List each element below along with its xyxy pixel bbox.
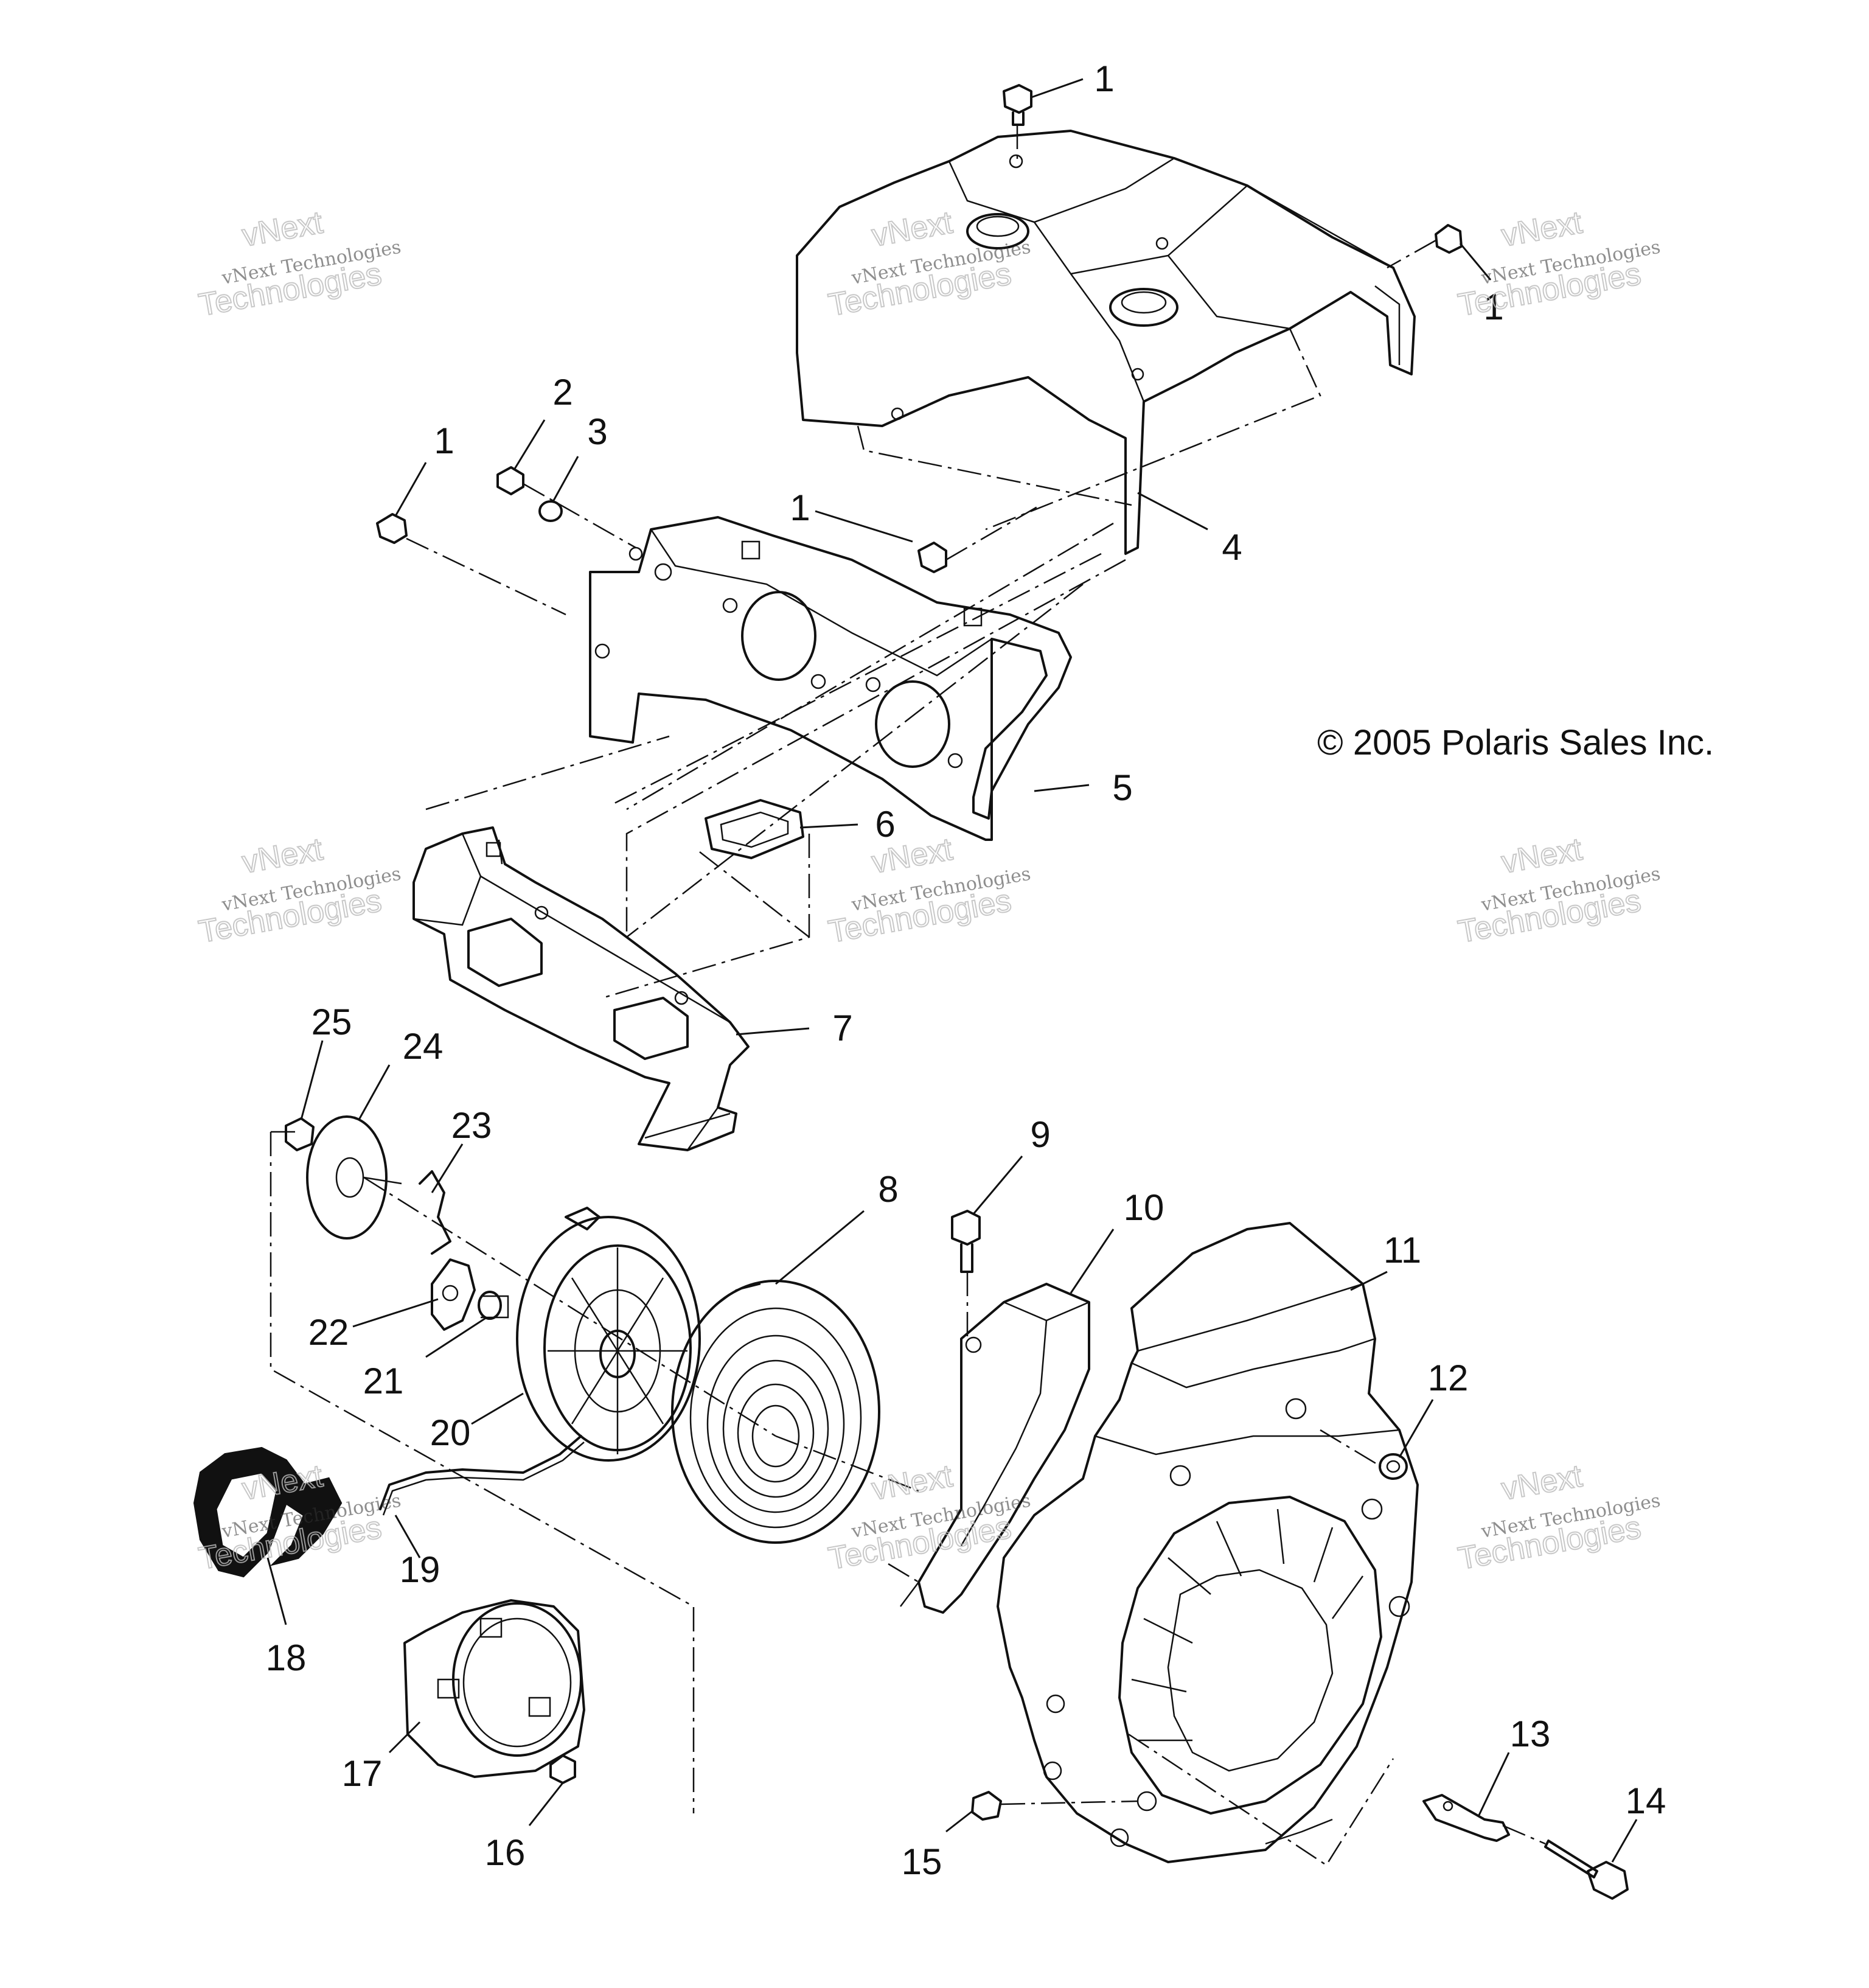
part-9-bolt [951, 1210, 981, 1273]
part-1-bolt-top [1003, 84, 1032, 126]
callout-12: 12 [1428, 1358, 1469, 1398]
part-10-bracket-plate [900, 1283, 1090, 1614]
svg-text:vNext: vNext [869, 1459, 956, 1507]
svg-text:vNext: vNext [240, 205, 326, 254]
callout-1-top: 1 [1094, 58, 1114, 99]
part-13-clamp-bracket [1422, 1794, 1510, 1842]
callout-9: 9 [1030, 1114, 1050, 1155]
callout-23: 23 [451, 1105, 492, 1146]
callout-13: 13 [1510, 1714, 1551, 1754]
callout-20: 20 [430, 1412, 471, 1453]
callout-1-middle: 1 [790, 487, 810, 528]
svg-text:vNext: vNext [1499, 1459, 1585, 1507]
callout-10: 10 [1124, 1187, 1164, 1228]
callout-3: 3 [587, 411, 607, 452]
part-17-starter-cup [403, 1599, 585, 1778]
callout-8: 8 [878, 1169, 898, 1210]
svg-text:vNext: vNext [1499, 832, 1585, 881]
part-20-recoil-pulley [516, 1207, 701, 1462]
watermark-top-right: vNext vNext Technologies Technologies [1455, 204, 1662, 324]
part-4-upper-shroud [796, 130, 1416, 555]
callout-15: 15 [902, 1841, 942, 1882]
callout-1-right: 1 [1483, 287, 1503, 327]
part-6-gasket [705, 799, 804, 859]
part-2-nut [496, 466, 524, 495]
watermark-mid-left: vNext vNext Technologies Technologies [195, 831, 402, 950]
part-25-nut [285, 1117, 315, 1151]
callout-16: 16 [485, 1832, 526, 1873]
part-14-long-bolt [1544, 1840, 1629, 1900]
part-23-clip [419, 1170, 451, 1255]
part-1-bolt-right [1435, 224, 1463, 254]
watermark-mid-center: vNext vNext Technologies Technologies [825, 831, 1032, 950]
part-8-recoil-spring [671, 1280, 880, 1544]
part-11-fan-housing [997, 1222, 1419, 1863]
part-3-washer [538, 500, 563, 522]
part-24-washer [306, 1115, 402, 1240]
part-22-pawl [431, 1258, 476, 1331]
callout-14: 14 [1626, 1780, 1666, 1821]
callout-1-left: 1 [434, 420, 454, 461]
part-19-rope [379, 1435, 585, 1516]
part-15-nut [971, 1791, 1002, 1821]
part-1-bolt-left [376, 513, 408, 544]
part-12-nut [1379, 1453, 1408, 1480]
callout-21: 21 [363, 1361, 404, 1401]
part-7-mounting-bracket [412, 826, 750, 1151]
watermark-mid-right: vNext vNext Technologies Technologies [1455, 831, 1662, 950]
part-16-screw [549, 1754, 576, 1784]
callout-11: 11 [1383, 1230, 1421, 1271]
svg-text:vNext: vNext [240, 832, 326, 881]
callout-5: 5 [1112, 767, 1132, 808]
callout-18: 18 [266, 1637, 307, 1678]
part-21-spacer [478, 1291, 509, 1320]
callout-19: 19 [400, 1549, 440, 1590]
svg-text:vNext: vNext [869, 205, 956, 254]
callout-6: 6 [875, 804, 895, 845]
callout-2: 2 [552, 372, 573, 413]
assembly-centre-lines [270, 125, 1546, 1866]
part-1-bolt-middle [917, 542, 947, 573]
part-18-handle [193, 1446, 343, 1578]
callout-4: 4 [1222, 527, 1242, 568]
callout-25: 25 [312, 1002, 352, 1042]
callout-24: 24 [403, 1026, 444, 1067]
callout-numbers: 1 1 1 1 2 3 4 5 6 7 8 9 10 11 12 13 14 1… [266, 58, 1666, 1882]
callout-22: 22 [308, 1312, 349, 1353]
copyright-notice: © 2005 Polaris Sales Inc. [1317, 723, 1714, 762]
callout-17: 17 [342, 1753, 383, 1794]
part-5-lower-shroud [589, 516, 1072, 841]
watermark-bottom-right: vNext vNext Technologies Technologies [1455, 1458, 1662, 1577]
callout-7: 7 [832, 1008, 852, 1048]
watermark-top-left: vNext vNext Technologies Technologies [195, 204, 402, 324]
svg-text:vNext: vNext [1499, 205, 1585, 254]
callout-leader-lines [266, 78, 1638, 1863]
